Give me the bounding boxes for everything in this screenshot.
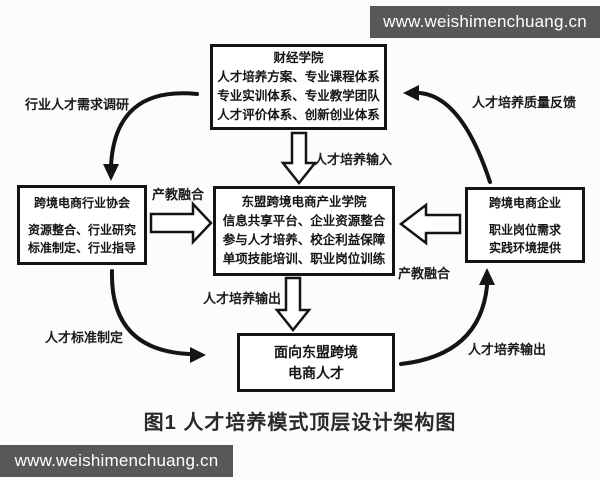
box-title: 财经学院 xyxy=(273,51,324,65)
box-text-line: 信息共享平台、企业资源整合 xyxy=(222,214,386,228)
box-industry-association: 跨境电商行业协会 资源整合、行业研究 标准制定、行业指导 xyxy=(17,185,147,265)
label-demand-survey: 行业人才需求调研 xyxy=(25,97,130,112)
box-text-line: 人才评价体系、创新创业体系 xyxy=(217,108,380,122)
box-text-line: 面向东盟跨境 xyxy=(274,343,358,360)
arrowhead-right-icon xyxy=(190,347,206,363)
box-text-line: 资源整合、行业研究 xyxy=(27,222,136,237)
box-industry-college: 东盟跨境电商产业学院 信息共享平台、企业资源整合 参与人才培养、校企利益保障 单… xyxy=(213,186,395,276)
block-arrow-down-output xyxy=(274,276,312,333)
label-quality-feedback: 人才培养质量反馈 xyxy=(472,95,577,110)
label-talent-output-right: 人才培养输出 xyxy=(468,342,547,357)
label-standard-setting: 人才标准制定 xyxy=(45,330,124,345)
label-industry-education-right: 产教融合 xyxy=(398,266,451,281)
box-text-line: 专业实训体系、专业教学团队 xyxy=(217,89,380,103)
figure-caption: 图1 人才培养模式顶层设计架构图 xyxy=(143,412,457,434)
curved-arrow-association-to-talent xyxy=(109,269,191,356)
label-industry-education-left: 产教融合 xyxy=(152,187,205,202)
arrowhead-up-icon xyxy=(479,268,495,285)
box-text-line: 实践环境提供 xyxy=(488,240,561,255)
arrowhead-down-icon xyxy=(103,164,119,181)
box-text-line: 电商人才 xyxy=(288,364,344,381)
box-text-line: 职业岗位需求 xyxy=(488,222,561,237)
block-arrow-right-association xyxy=(149,200,213,246)
box-title: 跨境电商行业协会 xyxy=(33,195,130,210)
arrowhead-left-icon xyxy=(403,85,419,101)
watermark-bar-top: www.weishimenchuang.cn xyxy=(370,6,600,38)
box-text-line: 参与人才培养、校企利益保障 xyxy=(222,233,386,247)
box-target-talent: 面向东盟跨境 电商人才 xyxy=(237,333,395,392)
box-text-line: 人才培养方案、专业课程体系 xyxy=(217,70,380,84)
label-talent-output-mid: 人才培养输出 xyxy=(203,291,282,306)
box-title: 跨境电商企业 xyxy=(488,195,561,210)
box-text-line: 单项技能培训、职业岗位训练 xyxy=(222,252,386,266)
block-arrow-down-input xyxy=(280,131,318,186)
box-text-line: 标准制定、行业指导 xyxy=(27,240,136,255)
watermark-url: www.weishimenchuang.cn xyxy=(383,12,587,31)
label-talent-input: 人才培养输入 xyxy=(314,152,393,167)
block-arrow-left-enterprise xyxy=(398,202,462,246)
watermark-bar-bottom: www.weishimenchuang.cn xyxy=(0,445,233,477)
box-title: 东盟跨境电商产业学院 xyxy=(241,195,367,209)
box-enterprise: 跨境电商企业 职业岗位需求 实践环境提供 xyxy=(465,187,585,263)
box-finance-college: 财经学院 人才培养方案、专业课程体系 专业实训体系、专业教学团队 人才评价体系、… xyxy=(210,44,387,130)
watermark-url: www.weishimenchuang.cn xyxy=(14,451,219,470)
